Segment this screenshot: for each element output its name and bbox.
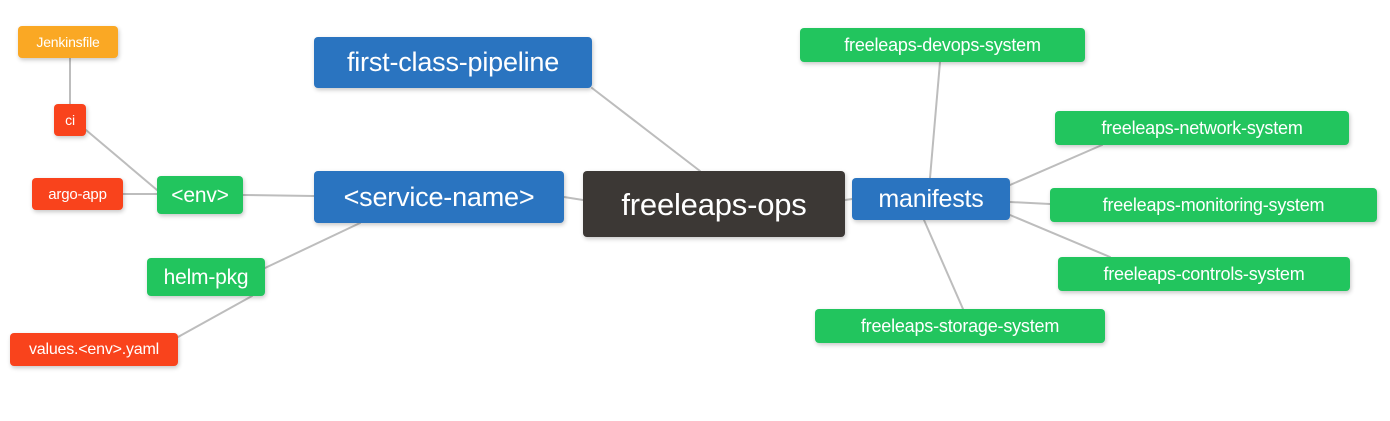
edge-freeleaps-ops-to-manifests <box>844 198 853 201</box>
node-freeleaps-storage-system[interactable]: freeleaps-storage-system <box>815 309 1105 343</box>
node-freeleaps-monitoring-system[interactable]: freeleaps-monitoring-system <box>1050 188 1377 222</box>
edge-values-env-yaml-to-helm-pkg <box>177 295 253 338</box>
edge-env-to-service-name <box>242 194 315 197</box>
node-env[interactable]: <env> <box>157 176 243 214</box>
edge-manifests-to-freeleaps-storage-system <box>923 219 964 310</box>
node-freeleaps-network-system[interactable]: freeleaps-network-system <box>1055 111 1349 145</box>
node-helm-pkg[interactable]: helm-pkg <box>147 258 265 296</box>
node-argo-app[interactable]: argo-app <box>32 178 123 210</box>
node-freeleaps-devops-system[interactable]: freeleaps-devops-system <box>800 28 1085 62</box>
node-ci[interactable]: ci <box>54 104 86 136</box>
edge-manifests-to-freeleaps-devops-system <box>929 61 941 179</box>
edge-helm-pkg-to-service-name <box>264 222 361 269</box>
edge-manifests-to-freeleaps-controls-system <box>1009 214 1111 258</box>
node-service-name[interactable]: <service-name> <box>314 171 564 223</box>
edge-first-class-pipeline-to-freeleaps-ops <box>591 87 701 172</box>
node-manifests[interactable]: manifests <box>852 178 1010 220</box>
node-jenkinsfile[interactable]: Jenkinsfile <box>18 26 118 58</box>
node-first-class-pipeline[interactable]: first-class-pipeline <box>314 37 592 88</box>
edge-manifests-to-freeleaps-network-system <box>1009 144 1103 186</box>
edge-manifests-to-freeleaps-monitoring-system <box>1009 201 1051 205</box>
edge-ci-to-env <box>85 129 158 191</box>
edge-service-name-to-freeleaps-ops <box>563 196 584 201</box>
node-values-env-yaml[interactable]: values.<env>.yaml <box>10 333 178 366</box>
node-freeleaps-ops[interactable]: freeleaps-ops <box>583 171 845 237</box>
node-freeleaps-controls-system[interactable]: freeleaps-controls-system <box>1058 257 1350 291</box>
